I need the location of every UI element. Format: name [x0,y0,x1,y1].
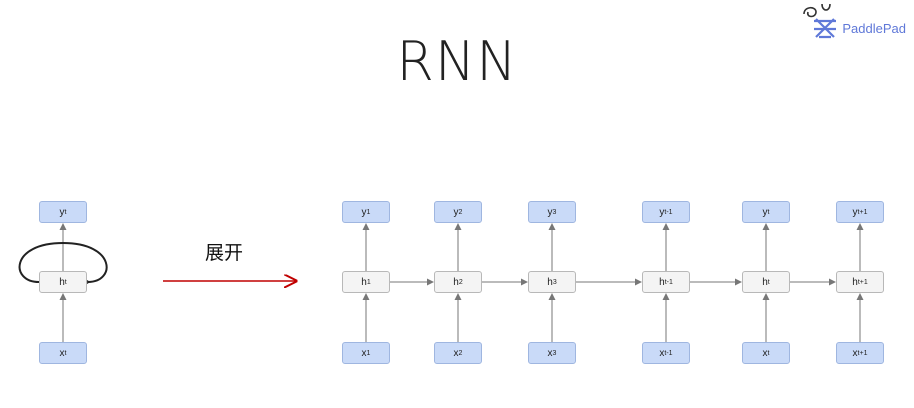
input-node-subscript: t-1 [664,349,673,357]
output-node-subscript: 2 [458,208,463,216]
page-title: RNN [396,30,518,93]
folded-output-node-label: y [59,206,65,218]
output-node-subscript: t-1 [664,208,673,216]
output-node-label: y [852,206,858,218]
hidden-node-subscript: 1 [366,278,371,286]
input-node-label: x [762,347,768,359]
input-node-subscript: t+1 [857,349,868,357]
paddlepaddle-logo: PaddlePad [803,3,906,42]
recurrent-loop-edge [18,241,108,283]
folded-input-node-subscript: t [64,349,67,357]
input-node-label: x [453,347,459,359]
folded-input-node-label: x [59,347,65,359]
input-node-subscript: 1 [366,349,371,357]
swirl-icon [803,3,831,18]
input-node-label: x [361,347,367,359]
unroll-label: 展开 [205,242,244,264]
output-node-label: y [547,206,553,218]
output-node-subscript: 3 [552,208,557,216]
input-node-label: x [659,347,665,359]
hidden-node-label: h [762,276,768,288]
hidden-node-label: h [453,276,459,288]
input-node-label: x [852,347,858,359]
output-node-subscript: t+1 [857,208,868,216]
output-node-label: y [361,206,367,218]
output-node-label: y [762,206,768,218]
hidden-node-subscript: 2 [458,278,463,286]
paddlepaddle-logo-icon [814,18,837,39]
hidden-node-label: h [361,276,367,288]
folded-hidden-node-label: h [59,276,65,288]
output-node-label: y [453,206,459,218]
hidden-node-subscript: 3 [552,278,557,286]
hidden-node-label: h [852,276,858,288]
hidden-node-subscript: t+1 [857,278,868,286]
logo-text: PaddlePad [842,20,906,36]
hidden-node-label: h [547,276,553,288]
folded-hidden-node-subscript: t [64,278,67,286]
output-node-subscript: t [767,208,770,216]
hidden-node-subscript: t [767,278,770,286]
hidden-node-subscript: t-1 [664,278,673,286]
output-node-label: y [659,206,665,218]
output-node-subscript: 1 [366,208,371,216]
input-node-subscript: 2 [458,349,463,357]
folded-output-node-subscript: t [64,208,67,216]
hidden-node-label: h [659,276,665,288]
input-node-subscript: 3 [552,349,557,357]
input-node-subscript: t [767,349,770,357]
input-node-label: x [547,347,553,359]
